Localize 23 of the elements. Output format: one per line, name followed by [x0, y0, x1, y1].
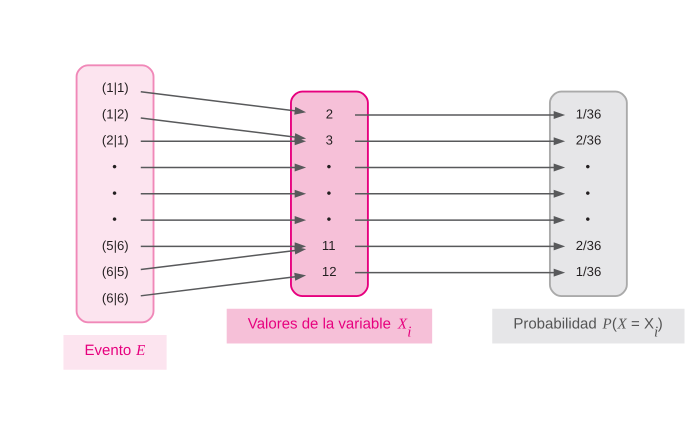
node-text: (2|1) [102, 132, 129, 148]
node-text: • [112, 159, 117, 174]
node-text: 2 [326, 106, 334, 122]
node-text: • [326, 159, 332, 174]
node-text: (6|6) [102, 290, 129, 306]
node-text: • [586, 212, 590, 227]
node-text: • [586, 159, 590, 174]
node-text: (1|2) [102, 106, 129, 122]
node-text: 12 [322, 264, 337, 280]
node-text: • [112, 212, 117, 227]
node-text: 1/36 [576, 264, 602, 280]
node-text: (6|5) [102, 264, 129, 280]
node-text: 11 [322, 238, 336, 253]
node-text: 2/36 [576, 132, 602, 148]
node-text: • [326, 185, 332, 200]
node-text: 1/36 [576, 106, 602, 122]
node-text: 2/36 [576, 238, 602, 253]
node-text: 3 [326, 132, 333, 148]
node-text: (5|6) [102, 238, 129, 253]
node-text: • [326, 212, 332, 227]
node-text: • [586, 185, 590, 200]
node-text: (1|1) [102, 80, 129, 96]
node-text: • [112, 185, 117, 200]
